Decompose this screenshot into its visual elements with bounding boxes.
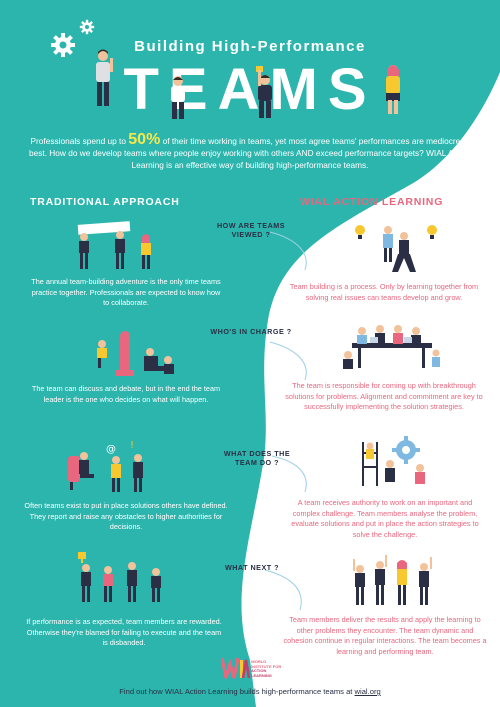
page-title: TEAMS <box>123 57 377 122</box>
intro-paragraph: Professionals spend up to 50% of their t… <box>28 131 472 171</box>
logo-line-3: LEARNING <box>251 672 272 678</box>
exclamation-icon: ! <box>130 440 134 451</box>
section-question: HOW ARE TEAMS VIEWED ? <box>216 221 286 239</box>
logo-line-1: WORLD INSTITUTE FOR <box>251 659 282 669</box>
lightbulb-icon <box>427 225 437 239</box>
wial-description: Team building is a process. Only by lear… <box>289 282 479 302</box>
footer-text: Find out how WIAL Action Learning builds… <box>119 687 355 696</box>
wial-description: Team members deliver the results and app… <box>283 615 487 656</box>
wial-description: A team receives authority to work on an … <box>291 498 479 539</box>
wial-logo-mark <box>221 657 251 679</box>
intro-stat: 50% <box>128 131 161 148</box>
wial-logo: WORLD INSTITUTE FOR ACTION LEARNING <box>221 654 281 682</box>
team-meeting-illustration <box>343 325 440 369</box>
section-question: WHAT DOES THE TEAM DO ? <box>223 449 291 467</box>
traditional-description: The annual team-building adventure is th… <box>31 277 221 307</box>
traditional-description: Often teams exist to put in place soluti… <box>24 501 228 531</box>
team-building-gears-illustration <box>362 436 425 486</box>
team-lifting-illustration <box>77 221 151 269</box>
column-heading-wial: WIAL ACTION LEARNING <box>300 196 444 208</box>
team-success-illustration <box>353 555 432 605</box>
person-figure <box>386 65 400 114</box>
trophy-icon <box>78 552 86 563</box>
section-question: WHAT NEXT ? <box>224 563 280 572</box>
footer: Find out how WIAL Action Learning builds… <box>0 687 500 696</box>
team-celebrating-illustration <box>355 225 437 272</box>
gear-icon <box>79 19 95 35</box>
page-subtitle: Building High-Performance <box>134 38 366 55</box>
at-sign-icon: @ <box>106 444 116 455</box>
person-figure <box>256 66 272 118</box>
traditional-description: If performance is as expected, team memb… <box>26 617 222 647</box>
gear-icon <box>51 33 75 57</box>
person-figure <box>96 49 113 106</box>
reward-or-blame-illustration <box>78 552 161 602</box>
traditional-description: The team can discuss and debate, but in … <box>31 384 221 404</box>
section-question: WHO'S IN CHARGE ? <box>210 327 292 336</box>
intro-before: Professionals spend up to <box>30 136 129 146</box>
column-heading-traditional: TRADITIONAL APPROACH <box>30 196 180 208</box>
report-to-boss-illustration: @ ! <box>68 440 143 492</box>
leader-chess-illustration <box>97 331 174 376</box>
wial-description: The team is responsible for coming up wi… <box>285 381 483 411</box>
footer-link[interactable]: wial.org <box>354 687 381 696</box>
intro-after: of their time working in teams, yet most… <box>29 136 471 170</box>
logo-line-2: ACTION <box>251 668 267 673</box>
lightbulb-icon <box>355 225 365 239</box>
person-figure <box>171 76 185 119</box>
wial-logo-text: WORLD INSTITUTE FOR ACTION LEARNING <box>251 659 285 678</box>
